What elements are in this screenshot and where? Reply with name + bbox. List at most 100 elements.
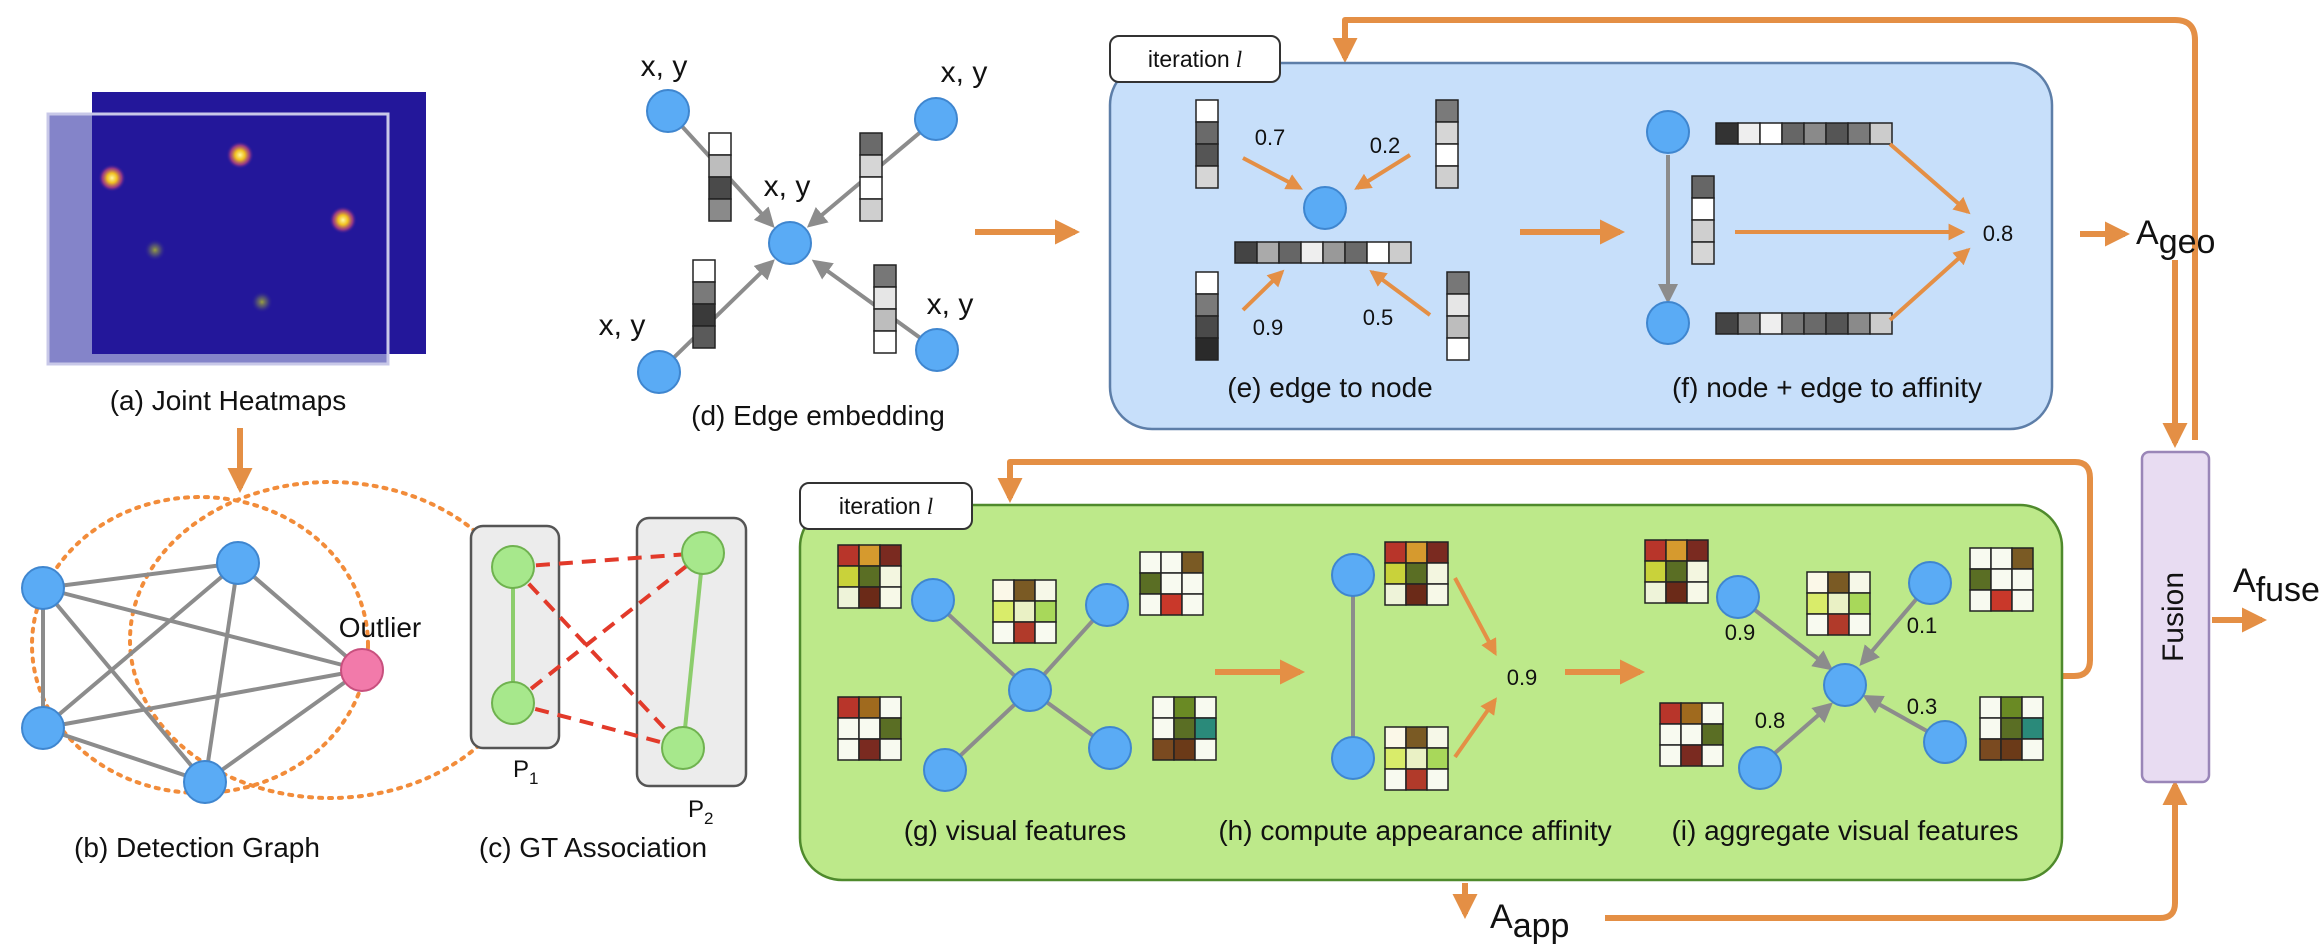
feature-cell bbox=[1446, 293, 1470, 317]
grid-cell bbox=[1384, 768, 1407, 791]
heatmap-peak bbox=[98, 164, 126, 192]
grid-cell bbox=[1665, 581, 1688, 604]
edge-to-node: 0.7 0.2 0.9 0.5 bbox=[1195, 99, 1470, 361]
feature-cell bbox=[1195, 271, 1219, 295]
feature-cell bbox=[1759, 312, 1783, 335]
coord-label: x, y bbox=[941, 56, 988, 89]
grid-cell bbox=[1806, 592, 1829, 615]
feature-cell bbox=[1195, 293, 1219, 317]
neighbor-weight: 0.8 bbox=[1755, 708, 1786, 733]
neighbor-weight: 0.3 bbox=[1907, 694, 1938, 719]
app-feedback-loop bbox=[1007, 459, 2093, 679]
coord-label: x, y bbox=[927, 288, 974, 321]
feature-cell bbox=[1781, 122, 1805, 145]
grid-cell bbox=[1701, 702, 1724, 725]
graph-node bbox=[21, 566, 65, 610]
neighbor-node bbox=[1738, 746, 1782, 790]
grid-cell bbox=[1426, 726, 1449, 749]
grid-cell bbox=[1384, 583, 1407, 606]
edge-feature-vector bbox=[1691, 175, 1715, 265]
grid-cell bbox=[1659, 702, 1682, 725]
grid-cell bbox=[1160, 593, 1183, 616]
grid-cell bbox=[858, 565, 881, 588]
feature-cell bbox=[859, 132, 883, 156]
grid-cell bbox=[858, 544, 881, 567]
gt-node bbox=[681, 531, 725, 575]
grid-cell bbox=[1827, 592, 1850, 615]
grid-cell bbox=[858, 586, 881, 609]
grid-cell bbox=[1848, 592, 1871, 615]
neighbor-node bbox=[911, 578, 955, 622]
node-feature-vector bbox=[1234, 241, 1412, 264]
feature-cell bbox=[1715, 122, 1739, 145]
gt-positive-edge bbox=[681, 552, 705, 749]
grid-cell bbox=[2021, 738, 2044, 761]
feature-cell bbox=[1869, 312, 1893, 335]
grid-cell bbox=[1806, 571, 1829, 594]
caption-node-edge-affinity: (f) node + edge to affinity bbox=[1672, 372, 1982, 403]
edge-feature-vector bbox=[1195, 99, 1219, 189]
fusion-block bbox=[2140, 450, 2211, 784]
appearance-feature-grid bbox=[1806, 571, 1871, 636]
feature-cell bbox=[1737, 122, 1761, 145]
edge-feature-vector bbox=[859, 132, 883, 222]
grid-cell bbox=[858, 696, 881, 719]
geo-feedback-loop bbox=[1342, 17, 2198, 440]
feature-cell bbox=[873, 264, 897, 288]
appearance-feature-grid bbox=[1152, 696, 1217, 761]
gt-association: P1 P2 bbox=[469, 516, 748, 828]
geometric-iteration-box bbox=[1108, 61, 2054, 431]
feature-cell bbox=[1195, 121, 1219, 145]
grid-cell bbox=[1139, 551, 1162, 574]
edge-feature-vector bbox=[1446, 271, 1470, 361]
feature-cell bbox=[873, 286, 897, 310]
grid-cell bbox=[1405, 541, 1428, 564]
edge-weight: 0.2 bbox=[1370, 133, 1401, 158]
grid-cell bbox=[1659, 744, 1682, 767]
feature-cell bbox=[1388, 241, 1412, 264]
graph-node bbox=[216, 541, 260, 585]
grid-cell bbox=[837, 738, 860, 761]
feature-cell bbox=[1737, 312, 1761, 335]
appearance-feature-grid bbox=[1644, 539, 1709, 604]
feature-cell bbox=[1825, 122, 1849, 145]
coord-label: x, y bbox=[641, 50, 688, 83]
grid-cell bbox=[1686, 581, 1709, 604]
feature-cell bbox=[692, 281, 716, 305]
grid-cell bbox=[1194, 696, 1217, 719]
grid-cell bbox=[1990, 568, 2013, 591]
feature-cell bbox=[1195, 315, 1219, 339]
grid-cell bbox=[1827, 571, 1850, 594]
grid-cell bbox=[1034, 600, 1057, 623]
grid-cell bbox=[1384, 562, 1407, 585]
feature-cell bbox=[1344, 241, 1368, 264]
grid-cell bbox=[1034, 579, 1057, 602]
grid-cell bbox=[1384, 541, 1407, 564]
grid-cell bbox=[1405, 562, 1428, 585]
feature-cell bbox=[1366, 241, 1390, 264]
embedding-center-node bbox=[768, 221, 812, 265]
embedding-node bbox=[914, 97, 958, 141]
aggregated-node bbox=[1303, 186, 1347, 230]
grid-cell bbox=[1969, 547, 1992, 570]
grid-cell bbox=[1848, 613, 1871, 636]
grid-cell bbox=[879, 696, 902, 719]
grid-cell bbox=[1426, 747, 1449, 770]
feature-cell bbox=[1691, 175, 1715, 199]
a-fuse-label: Afuse bbox=[2233, 562, 2320, 609]
grid-cell bbox=[1034, 621, 1057, 644]
detection-graph: Outlier bbox=[21, 480, 532, 804]
grid-cell bbox=[1181, 593, 1204, 616]
feature-cell bbox=[1803, 312, 1827, 335]
caption-edge-embedding: (d) Edge embedding bbox=[691, 400, 945, 431]
grid-cell bbox=[837, 544, 860, 567]
feature-cell bbox=[1825, 312, 1849, 335]
grid-cell bbox=[1152, 738, 1175, 761]
grid-cell bbox=[1659, 723, 1682, 746]
grid-cell bbox=[837, 696, 860, 719]
grid-cell bbox=[1686, 539, 1709, 562]
feature-cell bbox=[692, 325, 716, 349]
grid-cell bbox=[858, 717, 881, 740]
grid-cell bbox=[992, 579, 1015, 602]
feature-cell bbox=[1435, 121, 1459, 145]
